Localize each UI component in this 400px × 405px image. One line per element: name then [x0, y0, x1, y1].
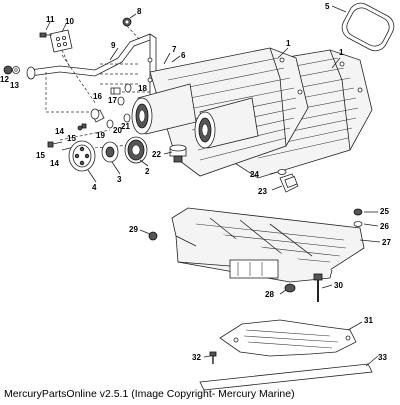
callout-9: 9: [111, 41, 116, 50]
part-12-nut: [3, 65, 13, 75]
part-22-fitting: [169, 144, 187, 163]
callout-23: 23: [258, 187, 267, 196]
part-16-fitting: [110, 87, 121, 95]
part-13-washer: [12, 66, 20, 74]
callout-25: 25: [380, 207, 389, 216]
part-23-fitting: [279, 173, 299, 193]
part-18-washer: [124, 83, 132, 93]
callout-16: 16: [93, 92, 102, 101]
callout-21: 21: [121, 122, 130, 131]
part-19-elbow: [90, 108, 105, 123]
callout-3: 3: [117, 175, 122, 184]
callout-14-a: 14: [55, 127, 64, 136]
supercharger-snout-front: [131, 83, 197, 135]
copyright-caption: MercuryPartsOnline v2.5.1 (Image Copyrig…: [4, 388, 295, 400]
callout-7: 7: [172, 45, 177, 54]
callout-1-a: 1: [286, 39, 291, 48]
callout-22: 22: [152, 150, 161, 159]
part-15-bolt: [47, 123, 87, 148]
callout-19: 19: [96, 131, 105, 140]
part-31-cover-plate: [219, 319, 357, 357]
callout-31: 31: [364, 316, 373, 325]
callout-33: 33: [378, 353, 387, 362]
callout-24: 24: [250, 170, 259, 179]
callout-11: 11: [46, 15, 55, 24]
part-10-plate: [49, 29, 73, 53]
callout-17: 17: [108, 96, 117, 105]
callout-2: 2: [145, 167, 150, 176]
part-3-seal: [101, 141, 119, 163]
part-27-plenum: [171, 207, 365, 283]
callout-15-b: 15: [36, 151, 45, 160]
part-8-grommet: [122, 17, 132, 27]
callout-13: 13: [10, 81, 19, 90]
part-32-screw: [209, 351, 217, 364]
part-5-ring: [341, 2, 395, 52]
callout-32: 32: [192, 353, 201, 362]
assembly-guide-lines: [45, 25, 150, 151]
callout-8: 8: [137, 7, 142, 16]
callout-10: 10: [65, 17, 74, 26]
part-20-oring: [106, 119, 114, 129]
part-17-oring: [117, 96, 125, 106]
callout-18: 18: [138, 84, 147, 93]
part-26-washer: [353, 221, 363, 227]
callout-15-a: 15: [67, 134, 76, 143]
callout-20: 20: [113, 126, 122, 135]
part-9-bracket: [26, 33, 157, 110]
callout-14-b: 14: [50, 159, 59, 168]
callout-5: 5: [325, 2, 330, 11]
part-30-bolt: [313, 273, 323, 302]
part-2-bearing: [124, 136, 148, 164]
callout-12: 12: [0, 75, 9, 84]
part-21-fitting: [123, 113, 131, 123]
part-25-nut: [353, 208, 363, 216]
part-33-gasket: [199, 363, 373, 391]
callout-30: 30: [334, 281, 343, 290]
part-28-grommet: [284, 283, 296, 293]
callout-1-b: 1: [339, 48, 344, 57]
supercharger-snout-rear: [194, 97, 259, 149]
callout-26: 26: [380, 222, 389, 231]
part-11-bolt: [39, 32, 52, 38]
callout-27: 27: [382, 238, 391, 247]
callout-6: 6: [181, 51, 186, 60]
callout-29: 29: [129, 225, 138, 234]
callout-4: 4: [92, 183, 97, 192]
part-24-oring: [277, 169, 287, 175]
part-4-pulley: [68, 140, 96, 172]
callout-28: 28: [265, 290, 274, 299]
callout-leader-lines: [45, 5, 381, 367]
part-29-plug: [148, 231, 158, 241]
callout-labels: 1 1 2 3 4 5 6 7 8 9 10 11 12 13 14 14 15…: [0, 2, 391, 362]
